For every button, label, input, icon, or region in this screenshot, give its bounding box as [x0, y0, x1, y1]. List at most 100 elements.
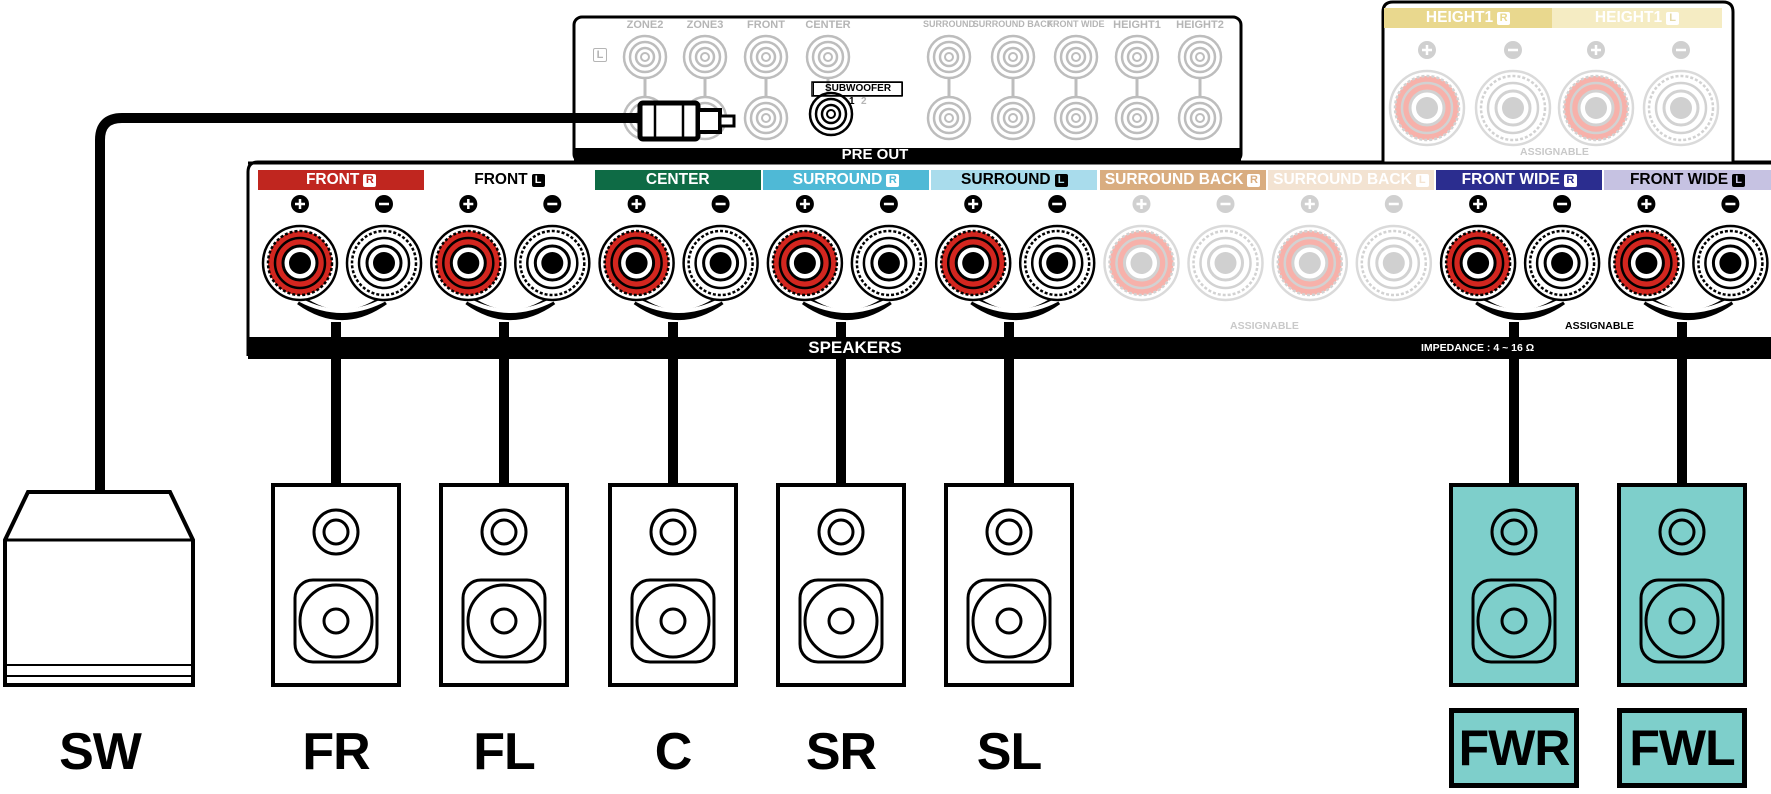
subwoofer-num-2: 2	[861, 96, 867, 107]
minus-sign	[1553, 195, 1572, 213]
channel-header-text: FRONT	[305, 171, 360, 188]
minus-terminal	[850, 224, 928, 302]
speaker-label: FWL	[1617, 708, 1747, 788]
subwoofer-tag: SUBWOOFER	[813, 82, 903, 96]
pre-out-jack-label: ZONE3	[686, 19, 724, 31]
plus-terminal	[1439, 224, 1517, 302]
pre-out-jack-label: SURROUND BACK	[972, 19, 1054, 29]
speaker-label: C	[654, 723, 693, 781]
minus-sign	[711, 195, 730, 213]
channel-side-indicator: R	[1563, 174, 1577, 187]
pre-out-jack-label: SURROUND	[922, 19, 975, 29]
height-terminal	[1557, 69, 1635, 147]
pre-out-jack-label: HEIGHT1	[1113, 19, 1161, 31]
minus-sign	[1048, 195, 1067, 213]
rca-jack-bottom	[743, 95, 789, 141]
channel-header-text: FRONT	[474, 171, 528, 188]
channel-side-indicator: L	[1054, 174, 1068, 187]
rca-jack-top	[805, 34, 851, 80]
minus-terminal	[1523, 224, 1601, 302]
rca-plug-tip	[696, 108, 722, 134]
rca-plug-body	[637, 100, 701, 142]
speaker-label: FR	[302, 723, 370, 781]
height-sign	[1672, 41, 1690, 59]
speaker-label: SW	[59, 723, 142, 781]
speaker-cabinet	[608, 483, 738, 687]
speaker-cabinet	[439, 483, 569, 687]
minus-sign	[879, 195, 898, 213]
plus-terminal	[1103, 224, 1180, 302]
speaker-cabinet	[1617, 483, 1747, 687]
pre-out-jack-label: FRONT WIDE	[1047, 19, 1105, 29]
speaker-cabinet	[271, 483, 401, 687]
height-terminal	[1474, 69, 1552, 147]
subwoofer-rca-jack	[808, 91, 854, 137]
assignable-label-fw: ASSIGNABLE	[1565, 320, 1634, 332]
channel-header-text: SURROUND BACK	[1104, 171, 1244, 188]
pre-out-jack-label: ZONE2	[626, 19, 664, 31]
plus-sign	[1637, 195, 1656, 213]
channel-side-indicator: L	[531, 174, 545, 187]
rca-jack-top	[682, 34, 728, 80]
speaker-cabinet	[776, 483, 906, 687]
speaker-label: SR	[805, 723, 877, 781]
channel-header-text: SURROUND	[961, 171, 1051, 188]
impedance-label: IMPEDANCE : 4 ~ 16 Ω	[1421, 342, 1535, 354]
rca-jack-bottom	[1114, 95, 1160, 141]
pre-out-side-marker: L	[593, 48, 607, 62]
rca-jack-top	[990, 34, 1036, 80]
channel-side-indicator: R	[363, 174, 377, 187]
rca-jack-top	[743, 34, 789, 80]
rca-jack-bottom	[1053, 95, 1099, 141]
height-sign	[1418, 41, 1436, 59]
pre-out-jack-label: FRONT	[747, 19, 785, 31]
rca-jack-top	[1053, 34, 1099, 80]
pre-out-bar	[574, 148, 1241, 164]
plus-sign	[1300, 195, 1319, 213]
rca-jack-bottom	[1177, 95, 1223, 141]
plus-sign	[459, 195, 478, 213]
rca-jack-bottom	[926, 95, 972, 141]
plus-terminal	[261, 224, 339, 302]
plus-sign	[1469, 195, 1488, 213]
rca-jack-top	[1177, 34, 1223, 80]
speaker-cabinet	[1449, 483, 1579, 687]
minus-sign	[543, 195, 562, 213]
channel-header-text: FRONT WIDE	[1461, 171, 1560, 188]
speaker-label: FL	[473, 723, 536, 781]
channel-header-text: SURROUND	[792, 171, 883, 188]
minus-terminal	[1187, 224, 1264, 302]
assignable-label-sb: ASSIGNABLE	[1230, 320, 1299, 332]
minus-sign	[1216, 195, 1235, 213]
channel-side-indicator: R	[1247, 174, 1261, 187]
channel-header-text: SURROUND BACK	[1273, 171, 1412, 188]
height-sign	[1587, 41, 1605, 59]
plus-terminal	[598, 224, 675, 302]
channel-header-text: CENTER	[645, 171, 710, 188]
subwoofer-box	[3, 490, 195, 687]
channel-side-indicator: L	[1415, 174, 1429, 187]
plus-terminal	[430, 224, 507, 302]
pre-out-jack-label: HEIGHT2	[1176, 19, 1224, 31]
pre-out-jack-label: CENTER	[805, 19, 851, 31]
height-terminal	[1388, 69, 1466, 147]
channel-header-text: FRONT WIDE	[1629, 171, 1729, 188]
minus-terminal	[514, 224, 591, 302]
rca-jack-bottom	[990, 95, 1036, 141]
plus-sign	[291, 195, 309, 213]
pre-out-title: PRE OUT	[841, 146, 909, 163]
height-sign	[1504, 41, 1522, 59]
rca-jack-top	[622, 34, 668, 80]
speaker-label: FWR	[1449, 708, 1579, 788]
subwoofer-cable	[95, 113, 640, 490]
height-terminal	[1642, 69, 1720, 147]
minus-terminal	[345, 224, 423, 302]
channel-side-indicator: L	[1732, 174, 1746, 187]
